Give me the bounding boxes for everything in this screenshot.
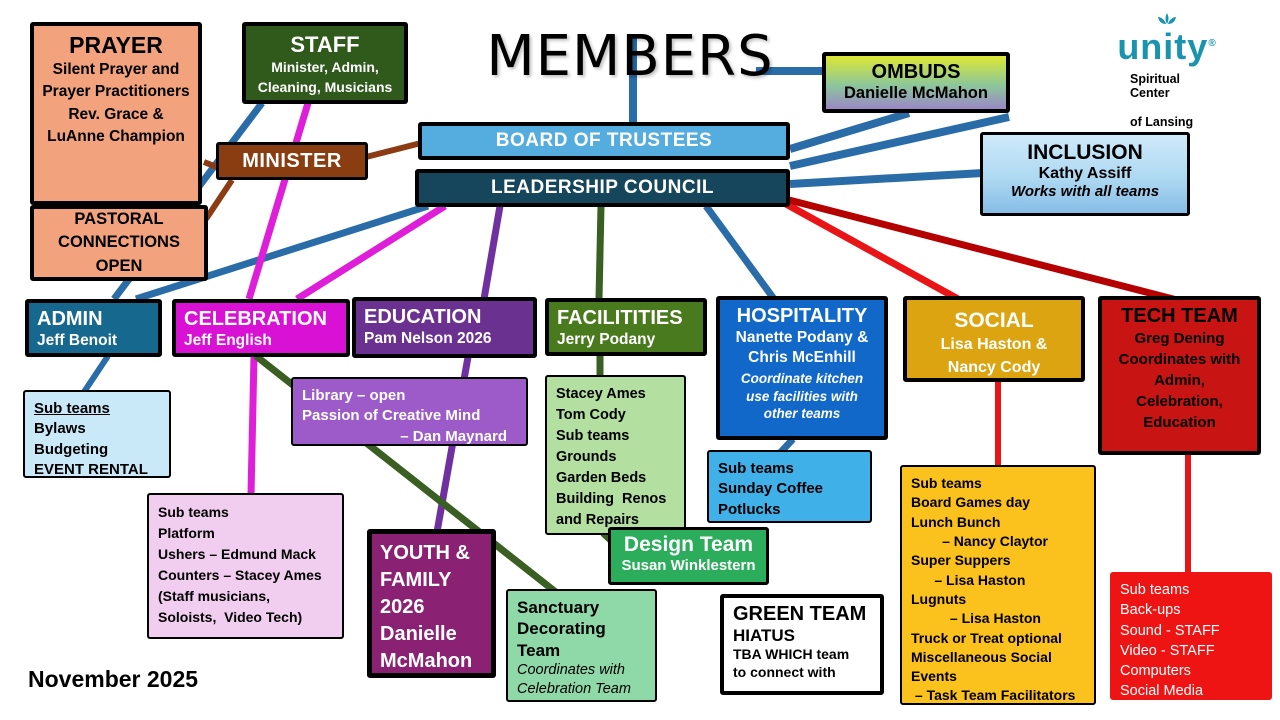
connector-council-social <box>784 200 960 303</box>
page-title: MEMBERS <box>486 24 774 89</box>
hospitality-note: Coordinate kitchen use facilities with o… <box>740 371 864 422</box>
connector-council-hospitality <box>703 203 777 302</box>
unity-logo-icon <box>1158 13 1176 24</box>
social-names: Lisa Haston &Nancy Cody <box>940 336 1048 377</box>
minister-box: MINISTER <box>216 142 368 180</box>
pastoral-connections-box: PASTORAL CONNECTIONS OPEN <box>30 205 208 281</box>
staff-box: STAFF Minister, Admin,Cleaning, Musician… <box>242 22 408 104</box>
prayer-box: PRAYER Silent Prayer and Prayer Practiti… <box>30 22 202 205</box>
hospitality-box: HOSPITALITY Nanette Podany &Chris McEnhi… <box>716 296 888 440</box>
ombuds-title: OMBUDS <box>871 61 961 83</box>
connector-council-ombuds-1 <box>788 109 911 153</box>
connector-council-inclusion <box>789 169 984 188</box>
connector-council-facilities <box>595 205 605 300</box>
leadership-council-box: LEADERSHIP COUNCIL <box>415 169 790 207</box>
design-team-title: Design Team <box>623 533 754 556</box>
design-team-name: Susan Winklestern <box>621 557 756 574</box>
celebration-name: Jeff English <box>184 332 272 349</box>
unity-logo-wordmark: unity® <box>1117 26 1217 67</box>
connector-admin-subteams <box>81 354 111 394</box>
board-title: BOARD OF TRUSTEES <box>495 130 713 151</box>
design-team-box: Design Team Susan Winklestern <box>608 527 769 585</box>
date-label: November 2025 <box>28 666 199 692</box>
unity-logo: unity® Spiritual Center of Lansing <box>1102 12 1232 136</box>
staff-title: STAFF <box>290 32 360 57</box>
hospitality-title: HOSPITALITY <box>736 305 868 327</box>
hospitality-names: Nanette Podany &Chris McEnhill <box>735 329 869 367</box>
ombuds-name: Danielle McMahon <box>844 84 988 102</box>
facilities-name: Jerry Podany <box>557 331 656 348</box>
social-box: SOCIAL Lisa Haston &Nancy Cody <box>903 296 1085 382</box>
pastoral-text: PASTORAL CONNECTIONS OPEN <box>58 210 180 275</box>
unity-logo-subline-2: of Lansing <box>1130 114 1194 129</box>
inclusion-name: Kathy Assiff <box>1038 165 1132 182</box>
council-title: LEADERSHIP COUNCIL <box>491 177 714 198</box>
education-name: Pam Nelson 2026 <box>364 330 492 347</box>
prayer-body-1: Silent Prayer and Prayer Practitioners <box>42 61 190 101</box>
connector-council-education <box>480 205 504 300</box>
facilities-box: FACILITITIES Jerry Podany <box>545 298 707 356</box>
inclusion-title: INCLUSION <box>1027 141 1143 164</box>
admin-box: ADMIN Jeff Benoit <box>25 299 162 357</box>
unity-logo-subline-1: Spiritual Center <box>1130 72 1181 101</box>
admin-name: Jeff Benoit <box>37 332 118 349</box>
education-title: EDUCATION <box>364 306 482 328</box>
celebration-title: CELEBRATION <box>184 308 327 330</box>
prayer-title: PRAYER <box>69 32 163 58</box>
connector-staff-celebration <box>245 101 312 301</box>
prayer-body-2: Rev. Grace & LuAnne Champion <box>47 105 185 146</box>
board-of-trustees-box: BOARD OF TRUSTEES <box>418 122 790 160</box>
connector-minister-pastoral <box>203 178 235 221</box>
social-title: SOCIAL <box>954 309 1034 332</box>
celebration-box: CELEBRATION Jeff English <box>172 299 350 357</box>
minister-title: MINISTER <box>242 149 342 172</box>
education-box: EDUCATION Pam Nelson 2026 <box>352 297 537 358</box>
staff-roles: Minister, Admin,Cleaning, Musicians <box>257 59 393 95</box>
connector-council-celebration <box>295 203 447 302</box>
admin-title: ADMIN <box>37 308 103 330</box>
inclusion-box: INCLUSION Kathy Assiff Works with all te… <box>980 132 1190 216</box>
connector-celebration-subteams <box>247 355 258 496</box>
ombuds-box: OMBUDS Danielle McMahon <box>822 52 1010 113</box>
tech-team-title: TECH TEAM <box>1121 305 1238 327</box>
inclusion-note: Works with all teams <box>1010 183 1160 200</box>
connector-council-ombuds-2 <box>789 113 1010 170</box>
facilities-title: FACILITITIES <box>557 307 683 329</box>
